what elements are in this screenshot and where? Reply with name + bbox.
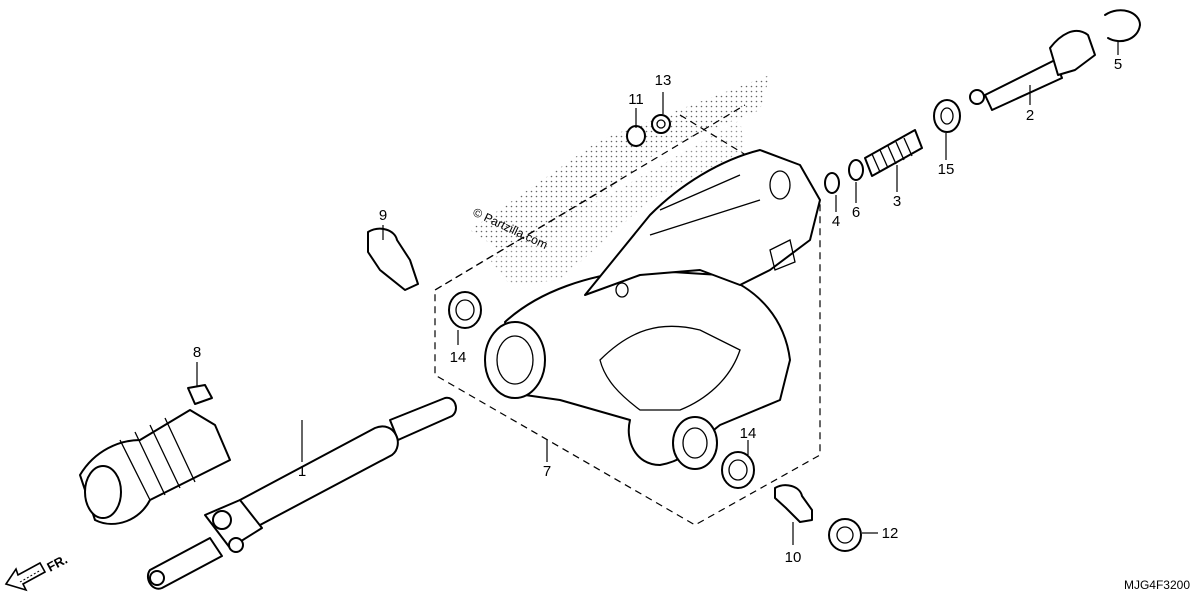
shaft-2-part	[969, 29, 1096, 111]
spring-3-part	[864, 129, 923, 177]
rubber-boot-part	[79, 384, 231, 525]
callout-12: 12	[882, 525, 899, 542]
drive-shaft-part	[146, 396, 457, 590]
callout-3: 3	[893, 193, 901, 210]
callout-7: 7	[543, 463, 551, 480]
shading-area	[470, 75, 770, 285]
callout-1: 1	[298, 463, 306, 480]
callout-11: 11	[628, 91, 644, 108]
callout-2: 2	[1026, 107, 1034, 124]
nut-12-part	[828, 518, 862, 552]
diagram-code: MJG4F3200	[1124, 578, 1190, 592]
callout-13: 13	[655, 72, 672, 89]
nut-11-part	[626, 125, 646, 147]
swing-arm-part	[484, 149, 821, 470]
callout-5: 5	[1114, 56, 1122, 73]
front-direction-indicator: FR.	[4, 552, 70, 592]
washer-4-part	[824, 172, 840, 194]
callout-6: 6	[852, 204, 860, 221]
washer-6-part	[848, 159, 864, 181]
bolt-10-part	[774, 484, 813, 523]
circlip-5-part	[1104, 9, 1141, 43]
direction-arrow-icon	[4, 561, 47, 592]
bushing-14-upper-part	[448, 291, 482, 329]
callout-8: 8	[193, 344, 201, 361]
direction-label: FR.	[44, 552, 70, 575]
assembly-outline	[434, 104, 821, 526]
bushing-14-lower-part	[721, 451, 755, 489]
callout-15: 15	[938, 161, 955, 178]
callout-14-upper: 14	[450, 349, 467, 366]
callout-labels: 1 2 3 4 5 6 7 8 9 10 11 12 13 14 14 15	[193, 56, 1122, 566]
callout-14-lower: 14	[740, 425, 757, 442]
seal-15-part	[933, 99, 961, 133]
bolt-9-part	[367, 227, 419, 291]
callout-9: 9	[379, 207, 387, 224]
callout-10: 10	[785, 549, 802, 566]
callout-4: 4	[832, 213, 840, 230]
washer-13-part	[651, 114, 671, 134]
leader-lines	[196, 42, 1119, 545]
